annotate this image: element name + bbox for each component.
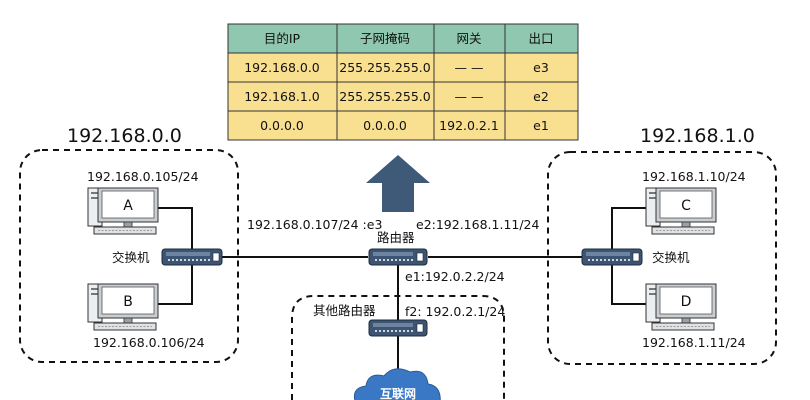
pc-b-ip: 192.168.0.106/24	[93, 335, 205, 350]
pc-a: A	[87, 187, 159, 235]
pc-d-letter: D	[681, 294, 692, 310]
subnet-left-region	[19, 149, 239, 363]
table-cell: 192.168.1.0	[244, 89, 320, 104]
right-switch-label: 交换机	[652, 250, 690, 265]
pc-a-ip: 192.168.0.105/24	[87, 169, 199, 184]
table-cell: — —	[455, 89, 484, 104]
link-c-switch	[611, 207, 648, 250]
left-switch-label: 交换机	[112, 250, 150, 265]
table-cell: 255.255.255.0	[339, 89, 430, 104]
internet-label: 互联网	[380, 387, 416, 400]
router-icon	[368, 319, 428, 337]
subnet-left-title: 192.168.0.0	[67, 125, 182, 147]
router-e2-label: e2:192.168.1.11/24	[416, 217, 540, 232]
router-e1-label: e1:192.0.2.2/24	[405, 269, 505, 284]
table-cell: e3	[533, 60, 549, 75]
pc-c-ip: 192.168.1.10/24	[642, 169, 746, 184]
router	[368, 248, 428, 266]
routing-table: 目的IP 子网掩码 网关 出口 192.168.0.0 255.255.255.…	[227, 23, 579, 141]
table-cell: 192.0.2.1	[439, 118, 499, 133]
table-header-dest-ip: 目的IP	[264, 31, 301, 46]
table-cell: e1	[533, 118, 549, 133]
pc-b-letter: B	[123, 294, 133, 310]
table-header-row	[228, 24, 578, 53]
table-header-subnet-mask: 子网掩码	[360, 31, 410, 46]
router-e3-label: 192.168.0.107/24 :e3	[247, 217, 382, 232]
right-switch	[581, 248, 643, 266]
pc-d-ip: 192.168.1.11/24	[642, 335, 746, 350]
table-cell: 0.0.0.0	[363, 118, 407, 133]
pc-b: B	[87, 283, 159, 331]
table-cell: 192.168.0.0	[244, 60, 320, 75]
link-a-switch	[158, 207, 193, 250]
pc-c-letter: C	[681, 198, 691, 214]
left-switch	[161, 248, 223, 266]
other-router-label: 其他路由器	[313, 303, 376, 318]
pc-c: C	[645, 187, 717, 235]
table-header-exit: 出口	[528, 31, 553, 46]
table-cell: 0.0.0.0	[260, 118, 304, 133]
pc-d: D	[645, 283, 717, 331]
table-cell: 255.255.255.0	[339, 60, 430, 75]
link-b-switch	[158, 264, 193, 305]
table-row	[228, 111, 578, 140]
switch-icon	[581, 248, 643, 266]
other-router-f2-label: f2: 192.0.2.1/24	[405, 304, 505, 319]
cloud-icon	[353, 368, 441, 400]
link-d-switch	[611, 264, 648, 305]
switch-icon	[161, 248, 223, 266]
table-cell: — —	[455, 60, 484, 75]
subnet-right-region	[547, 151, 777, 365]
router-icon	[368, 248, 428, 266]
subnet-right-title: 192.168.1.0	[640, 125, 755, 147]
pc-a-letter: A	[123, 198, 133, 214]
table-row	[228, 82, 578, 111]
router-label: 路由器	[377, 230, 415, 245]
table-header-gateway: 网关	[456, 31, 481, 46]
arrow-up-icon	[366, 155, 430, 212]
other-router	[368, 319, 428, 337]
table-cell: e2	[533, 89, 549, 104]
table-row	[228, 53, 578, 82]
internet-cloud: 互联网	[353, 368, 441, 400]
